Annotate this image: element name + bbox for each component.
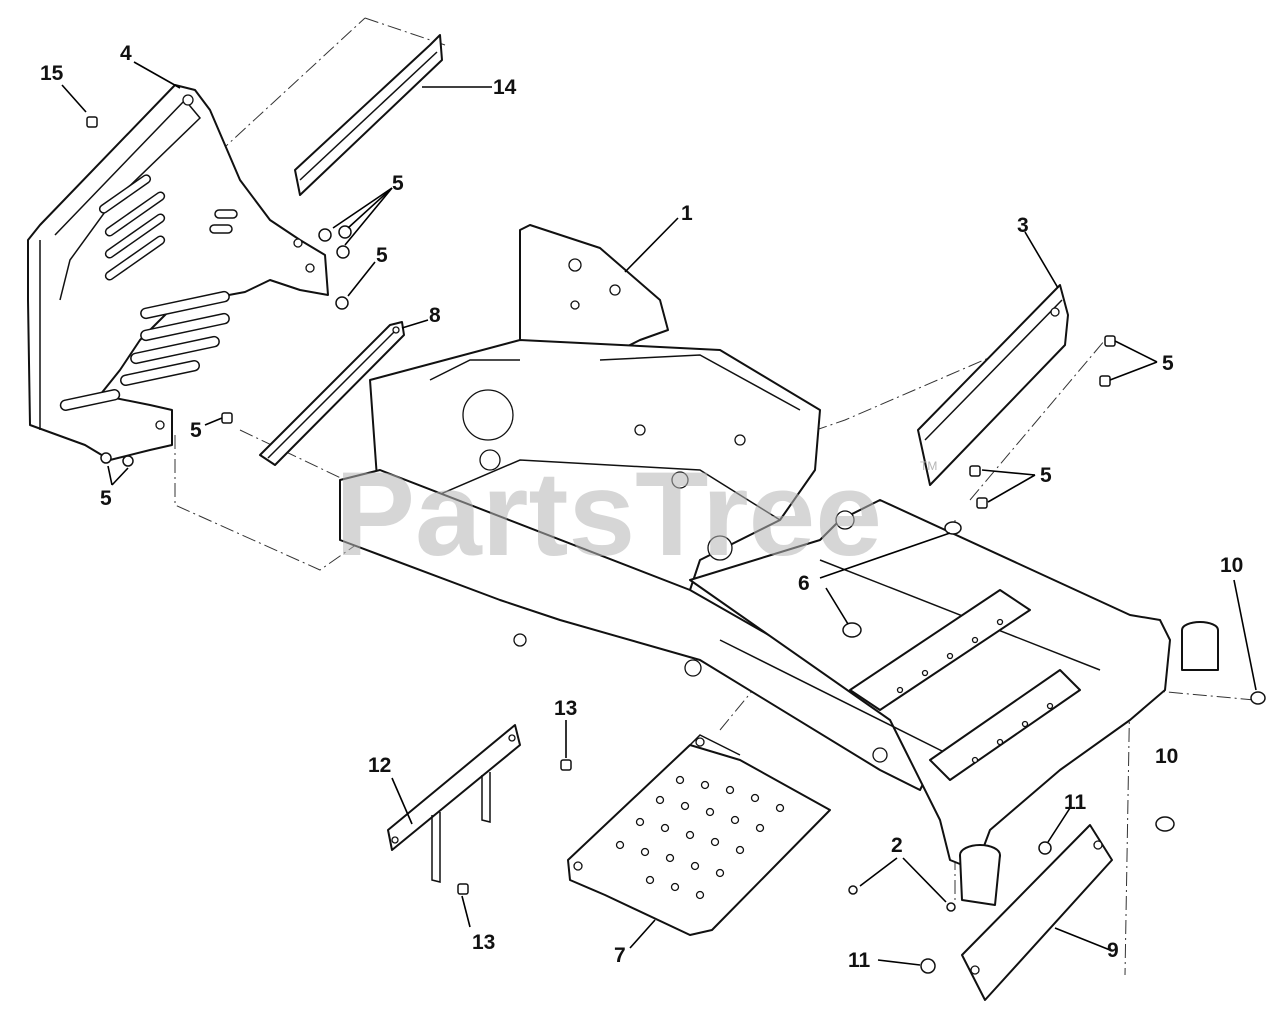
callout-labels: 15 4 14 5 5 1 3 8 5 5 5 5 6 10 13 12 10 … — [40, 42, 1243, 972]
callout-5-left-bolt: 5 — [190, 419, 202, 442]
leader-lines — [61, 61, 1257, 966]
side-panel[interactable] — [917, 284, 1069, 486]
callout-10-upper: 10 — [1220, 554, 1243, 577]
watermark-text: PartsTree — [335, 447, 882, 581]
callout-5-grille-nuts: 5 — [392, 172, 404, 195]
partstree-watermark: PartsTree TM — [335, 447, 937, 581]
watermark-trademark: TM — [920, 459, 937, 473]
callout-3: 3 — [1017, 214, 1029, 237]
callout-4: 4 — [120, 42, 132, 65]
callout-7: 7 — [614, 944, 626, 967]
foot-plate[interactable] — [567, 734, 831, 936]
callout-13-lower: 13 — [472, 931, 495, 954]
callout-5-grille-bolts: 5 — [100, 487, 112, 510]
callout-11-lower: 11 — [848, 949, 871, 972]
callout-6: 6 — [798, 572, 810, 595]
frame-perforations — [896, 618, 1054, 764]
cover-strip[interactable] — [294, 34, 443, 196]
front-plate[interactable] — [961, 824, 1113, 1001]
callout-2: 2 — [891, 834, 903, 857]
grille-slots — [59, 174, 238, 411]
callout-15: 15 — [40, 62, 64, 85]
rear-grille-guard[interactable] — [27, 84, 329, 461]
foot-plate-holes — [615, 775, 785, 900]
side-bracket[interactable] — [387, 724, 521, 883]
callout-5-panel-upper: 5 — [1162, 352, 1174, 375]
callout-1: 1 — [681, 202, 693, 225]
hardware — [86, 116, 1266, 974]
callout-12: 12 — [368, 754, 391, 777]
callout-14: 14 — [493, 76, 517, 99]
callout-13-upper: 13 — [554, 697, 577, 720]
callout-10-lower: 10 — [1155, 745, 1178, 768]
callout-11-upper: 11 — [1064, 791, 1087, 814]
callout-9: 9 — [1107, 939, 1119, 962]
callout-8: 8 — [429, 304, 441, 327]
main-frame[interactable] — [339, 224, 1219, 906]
callout-5-panel-lower: 5 — [1040, 464, 1052, 487]
callout-5-grille-nut: 5 — [376, 244, 388, 267]
